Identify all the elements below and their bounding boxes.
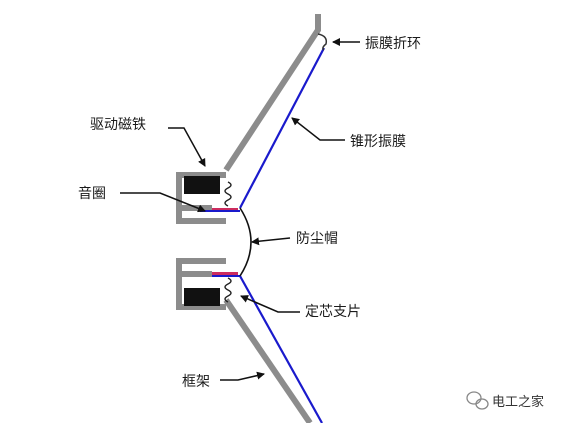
watermark: 电工之家 <box>466 391 544 410</box>
leader-lines <box>120 38 360 381</box>
label-voice-coil: 音圈 <box>78 185 106 202</box>
label-magnet: 驱动磁铁 <box>90 117 146 133</box>
surround <box>317 33 328 51</box>
voice-coil <box>212 208 238 275</box>
voice-coil-former <box>200 210 240 277</box>
label-frame: 框架 <box>182 374 210 390</box>
leader-frame <box>220 371 265 381</box>
label-surround: 振膜折环 <box>365 36 421 52</box>
label-spider: 定芯支片 <box>305 304 361 320</box>
leader-magnet <box>168 127 206 167</box>
leader-voice-coil <box>120 192 206 213</box>
frame <box>223 14 321 423</box>
cone <box>239 47 325 423</box>
dust-cap <box>239 207 252 277</box>
leader-spider <box>240 295 300 313</box>
leader-cone <box>291 117 345 141</box>
spider <box>224 181 232 303</box>
wechat-icon <box>466 391 489 410</box>
leader-dust-cap <box>251 237 291 246</box>
label-cone: 锥形振膜 <box>350 134 406 150</box>
magnet-lower <box>176 258 226 310</box>
label-dust-cap: 防尘帽 <box>296 231 338 247</box>
watermark-text: 电工之家 <box>492 394 544 410</box>
magnet-upper <box>176 172 226 224</box>
